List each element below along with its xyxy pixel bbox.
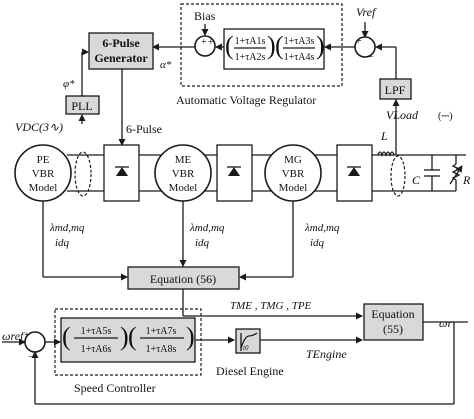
bias-label: Bias	[194, 9, 216, 23]
avr-factor2-den: 1+τA4s	[284, 52, 315, 63]
diesel-engine-curve	[240, 332, 258, 349]
svg-text:ME: ME	[175, 154, 192, 166]
resistor-label: R	[462, 173, 471, 187]
speed-controller-caption: Speed Controller	[74, 381, 156, 395]
capacitor-label: C	[412, 173, 421, 187]
svg-text:PLL: PLL	[71, 99, 92, 113]
svg-text:Equation (56): Equation (56)	[150, 272, 216, 286]
svg-text:VBR: VBR	[172, 168, 195, 180]
lambda-label-2: λmd,mq	[189, 222, 225, 234]
svg-text:Model: Model	[29, 182, 58, 194]
alpha-star-label: α*	[160, 59, 172, 71]
svg-text:(: (	[128, 322, 137, 351]
svg-text:−: −	[28, 352, 34, 363]
sc-factor1-den: 1+τA6s	[81, 344, 112, 355]
avr-factor1-den: 1+τA2s	[235, 52, 266, 63]
t0-label: t0	[243, 344, 249, 352]
equation-55-block	[363, 303, 424, 341]
svg-text:): )	[316, 31, 325, 60]
idq-label-2: idq	[195, 237, 210, 249]
lambda-label-1: λmd,mq	[49, 222, 85, 234]
sc-factor1-num: 1+τA5s	[81, 326, 112, 337]
pulse-generator-block	[88, 32, 154, 70]
svg-text:+: +	[24, 330, 30, 341]
svg-text:): )	[267, 31, 276, 60]
svg-text:(: (	[275, 31, 284, 60]
svg-text:VBR: VBR	[282, 168, 305, 180]
pe-sense-loop	[74, 151, 92, 197]
sc-factor2-den: 1+τA8s	[146, 344, 177, 355]
t-engine-label: TEngine	[306, 347, 347, 361]
resistor	[451, 163, 461, 181]
svg-text:Generator: Generator	[94, 51, 148, 65]
lambda-label-3: λmd,mq	[304, 222, 340, 234]
svg-text:(: (	[225, 31, 234, 60]
avr-caption: Automatic Voltage Regulator	[176, 93, 316, 107]
svg-text:LPF: LPF	[385, 83, 406, 97]
converter-1	[103, 144, 140, 202]
six-pulse-label: 6-Pulse	[126, 122, 162, 136]
vdc-label: VDC(3∿)	[15, 120, 63, 134]
svg-text:+: +	[201, 37, 207, 48]
idq-label-1: idq	[55, 237, 70, 249]
avr-factor2-num: 1+τA3s	[284, 36, 315, 47]
phi-star-label: φ*	[63, 78, 75, 90]
svg-text:+: +	[356, 36, 362, 47]
load-sense-loop	[390, 155, 406, 197]
svg-text:Model: Model	[169, 182, 198, 194]
svg-text:): )	[120, 322, 129, 351]
avr-dashed-boundary	[180, 3, 343, 87]
avr-factor1-num: 1+τA1s	[235, 36, 266, 47]
svg-text:MG: MG	[284, 154, 302, 166]
torques-label: TME , TMG , TPE	[230, 300, 312, 312]
svg-text:−: −	[368, 52, 374, 63]
omega-ref-label: ωref	[2, 329, 25, 343]
svg-text:Equation: Equation	[371, 307, 414, 321]
vload-label: VLoad	[386, 108, 419, 122]
svg-text:(: (	[62, 322, 71, 351]
svg-text:6-Pulse: 6-Pulse	[102, 36, 140, 50]
sc-factor2-num: 1+τA7s	[146, 326, 177, 337]
idq-label-3: idq	[310, 237, 325, 249]
inductor-label: L	[380, 129, 388, 143]
svg-text:Model: Model	[279, 182, 308, 194]
svg-text:(55): (55)	[383, 322, 403, 336]
vref-label: Vref	[356, 5, 377, 19]
svg-text:VBR: VBR	[32, 168, 55, 180]
svg-text:): )	[186, 322, 195, 351]
diesel-engine-caption: Diesel Engine	[216, 364, 284, 378]
svg-text:+: +	[208, 37, 214, 48]
omega-r-label: ωr	[439, 316, 452, 330]
inductor-coil	[377, 151, 395, 158]
speed-controller-dashed-boundary	[54, 308, 202, 376]
avr-transfer-function	[223, 28, 325, 70]
svg-text:PE: PE	[37, 154, 50, 166]
svg-text:(⎓): (⎓)	[438, 111, 453, 122]
